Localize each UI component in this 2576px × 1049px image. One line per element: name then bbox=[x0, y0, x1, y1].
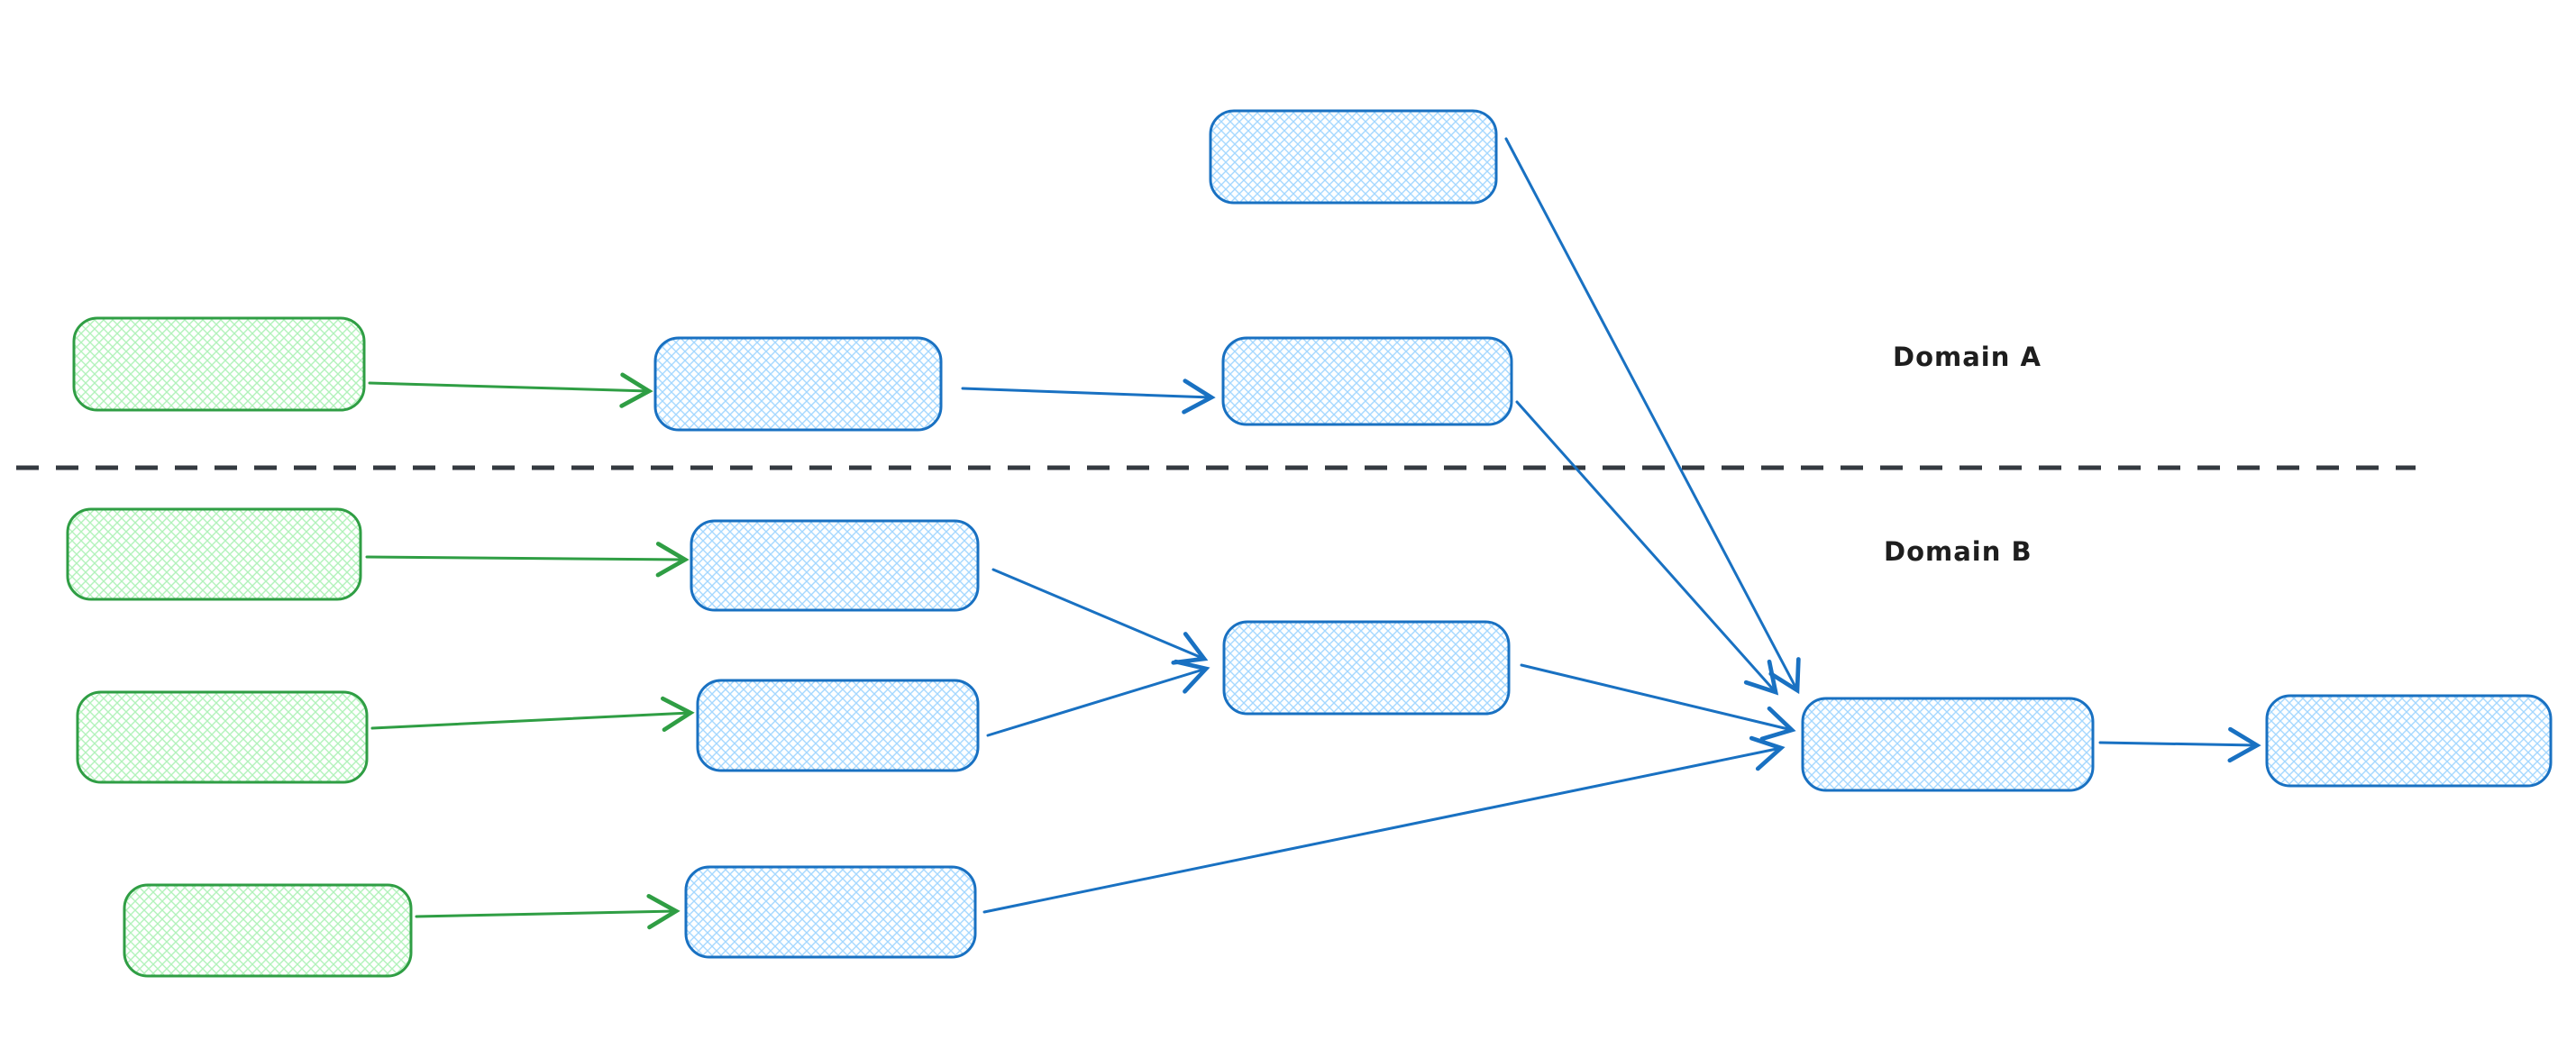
node-stage-top bbox=[1209, 109, 1498, 205]
node-join-b bbox=[1222, 620, 1511, 716]
node-stage-a1 bbox=[653, 336, 943, 432]
node-source-b3 bbox=[123, 883, 413, 978]
node-stage-b2 bbox=[696, 679, 980, 772]
edge-stage-a2-to-merge bbox=[1515, 400, 1779, 696]
edge-join-b-to-merge bbox=[1520, 663, 1796, 742]
edge-stage-b2-to-join-b bbox=[986, 659, 1210, 737]
node-source-b2 bbox=[76, 690, 369, 784]
edge-source-a-to-stage-a1 bbox=[368, 372, 653, 408]
edge-stage-b1-to-join-b bbox=[991, 568, 1209, 665]
edge-source-b1-to-stage-b1 bbox=[365, 542, 690, 578]
node-merge bbox=[1801, 697, 2095, 792]
edge-source-b2-to-stage-b2 bbox=[370, 696, 695, 733]
edge-stage-b3-to-merge bbox=[982, 735, 1786, 914]
edge-stage-a1-to-stage-a2 bbox=[961, 379, 1216, 415]
edge-stage-top-to-merge bbox=[1504, 137, 1801, 695]
node-stage-a2 bbox=[1221, 336, 1513, 426]
node-source-a bbox=[72, 316, 366, 412]
edge-merge-to-output bbox=[2098, 726, 2261, 763]
edge-source-b3-to-stage-b3 bbox=[415, 893, 681, 930]
label-domain-a: Domain A bbox=[1893, 342, 2042, 372]
node-source-b1 bbox=[66, 507, 362, 601]
label-domain-b: Domain B bbox=[1884, 536, 2032, 567]
node-stage-b3 bbox=[684, 865, 977, 959]
node-stage-b1 bbox=[690, 519, 980, 612]
node-output bbox=[2265, 694, 2553, 788]
